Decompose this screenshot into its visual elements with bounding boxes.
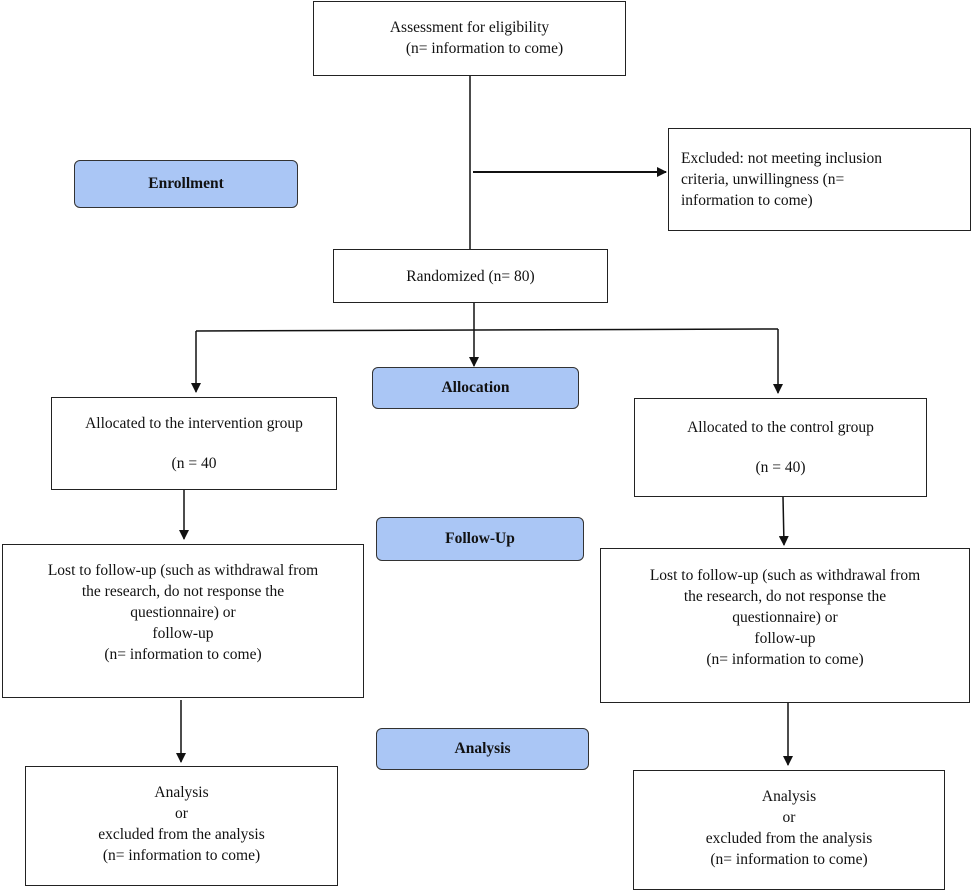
allocation-label: Allocation	[372, 367, 579, 409]
excluded-line-2: criteria, unwillingness (n=	[681, 171, 845, 188]
enrollment-label: Enrollment	[74, 160, 298, 208]
enrollment-label-text: Enrollment	[148, 175, 224, 192]
intervention-analysis-line-1: Analysis	[154, 784, 209, 801]
excluded-line-3: information to come)	[681, 192, 813, 209]
intervention-analysis-line-4: (n= information to come)	[102, 847, 261, 864]
control-follow-up-line-5: (n= information to come)	[706, 651, 864, 668]
control-allocated-title: Allocated to the control group	[687, 419, 874, 436]
follow-up-label: Follow-Up	[376, 517, 584, 561]
intervention-follow-up-line-2: the research, do not response the	[81, 583, 285, 600]
assessment-count: (n= information to come)	[405, 40, 564, 57]
intervention-follow-up-line-1: Lost to follow-up (such as withdrawal fr…	[47, 562, 319, 579]
control-analysis-line-2: or	[782, 809, 796, 826]
intervention-allocated-count: (n = 40	[171, 455, 217, 472]
control-analysis-box: Analysis or excluded from the analysis (…	[633, 770, 945, 890]
intervention-follow-up-line-4: follow-up	[152, 625, 214, 642]
connector-allocation-split	[195, 328, 779, 332]
intervention-analysis-line-2: or	[175, 805, 188, 822]
assessment-title: Assessment for eligibility	[389, 19, 550, 36]
analysis-label-text: Analysis	[454, 740, 511, 757]
intervention-allocated-box: Allocated to the intervention group (n =…	[51, 397, 337, 490]
allocation-label-text: Allocation	[441, 379, 510, 396]
control-follow-up-line-4: follow-up	[754, 630, 816, 647]
control-follow-up-line-3: questionnaire) or	[732, 609, 838, 626]
randomized-text: Randomized (n= 80)	[406, 267, 535, 285]
randomized-box: Randomized (n= 80)	[333, 249, 608, 303]
control-analysis-line-4: (n= information to come)	[710, 851, 868, 868]
control-follow-up-line-1: Lost to follow-up (such as withdrawal fr…	[649, 567, 921, 584]
intervention-follow-up-box: Lost to follow-up (such as withdrawal fr…	[2, 544, 364, 698]
arrow-control-to-follow-up	[778, 496, 789, 546]
control-allocated-count: (n = 40)	[755, 459, 806, 476]
assessment-box: Assessment for eligibility (n= informati…	[313, 1, 626, 76]
control-analysis-line-1: Analysis	[761, 788, 817, 805]
intervention-analysis-line-3: excluded from the analysis	[98, 826, 265, 843]
intervention-allocated-title: Allocated to the intervention group	[85, 415, 303, 432]
excluded-line-1: Excluded: not meeting inclusion	[681, 150, 883, 167]
control-follow-up-line-2: the research, do not response the	[683, 588, 887, 605]
control-allocated-box: Allocated to the control group (n = 40)	[634, 398, 927, 497]
intervention-follow-up-line-5: (n= information to come)	[104, 646, 262, 663]
intervention-follow-up-line-3: questionnaire) or	[130, 604, 236, 621]
control-follow-up-box: Lost to follow-up (such as withdrawal fr…	[600, 548, 970, 703]
analysis-label: Analysis	[376, 728, 589, 770]
control-analysis-line-3: excluded from the analysis	[705, 830, 873, 847]
follow-up-label-text: Follow-Up	[445, 530, 515, 547]
excluded-box: Excluded: not meeting inclusion criteria…	[668, 128, 971, 231]
intervention-analysis-box: Analysis or excluded from the analysis (…	[25, 766, 338, 886]
